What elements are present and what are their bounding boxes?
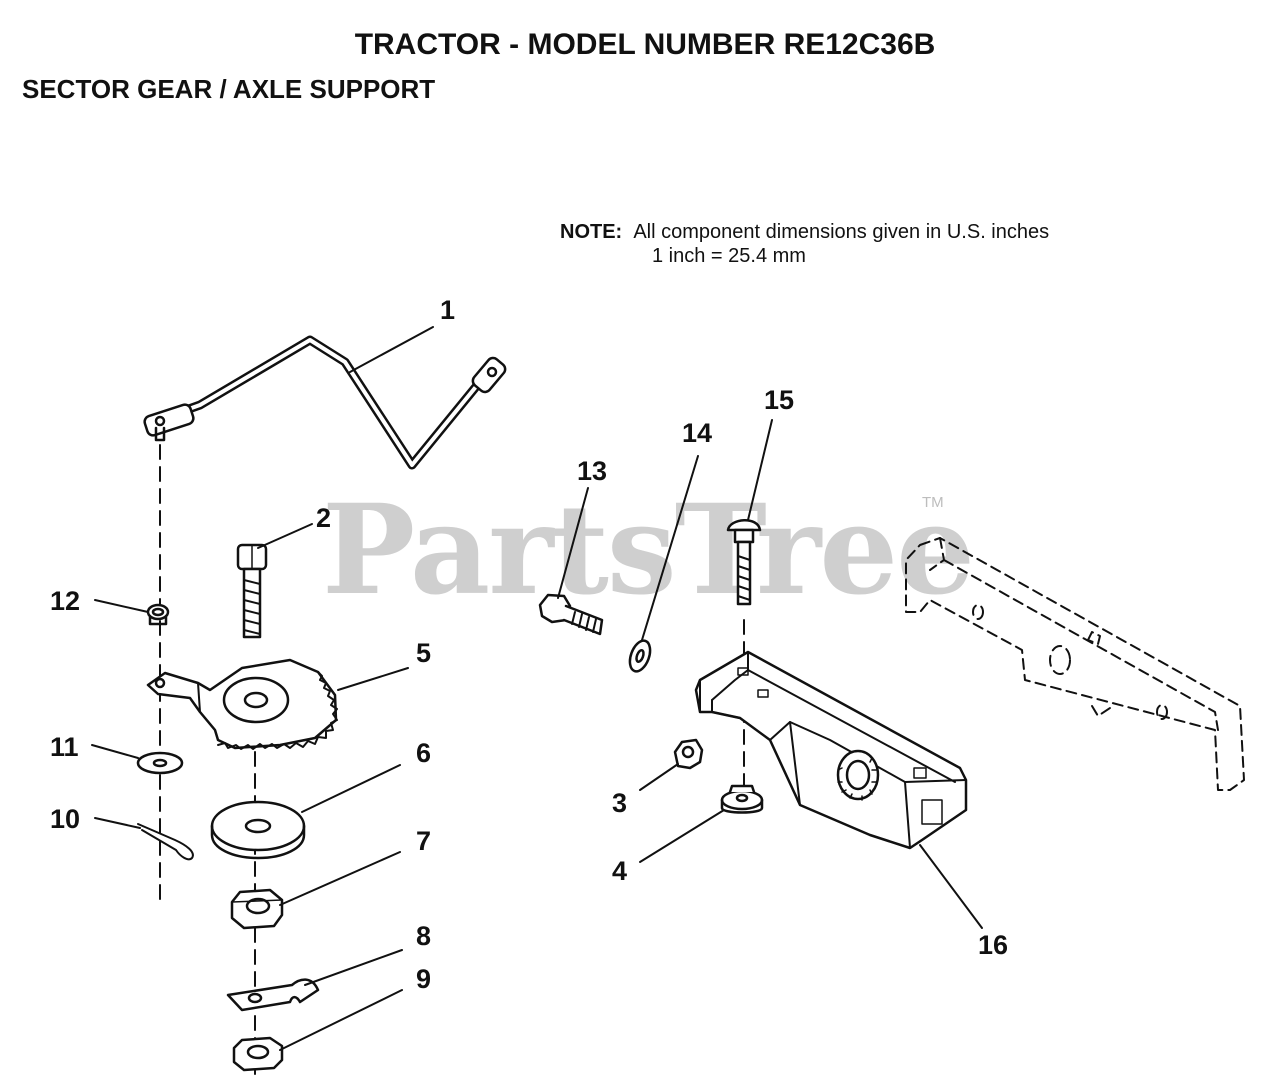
callout-7: 7	[416, 826, 432, 856]
part-nut-7	[230, 851, 401, 930]
callout-6: 6	[416, 738, 432, 768]
callout-3: 3	[612, 788, 628, 818]
part-carriage-bolt-15	[726, 419, 773, 606]
callout-9: 9	[416, 964, 432, 994]
callout-11: 11	[50, 732, 79, 762]
part-nut-9	[232, 989, 403, 1072]
part-nut-3	[639, 738, 704, 791]
part-bushing-12	[94, 599, 170, 626]
part-bolt-2	[236, 523, 313, 639]
callout-10: 10	[50, 804, 81, 834]
callout-1: 1	[440, 295, 456, 325]
part-sector-gear	[146, 658, 409, 750]
callout-5: 5	[416, 638, 432, 668]
part-axle-support	[694, 650, 983, 929]
part-drag-link	[143, 326, 507, 470]
callout-4: 4	[612, 856, 628, 886]
callout-14: 14	[682, 418, 713, 448]
callout-8: 8	[416, 921, 432, 951]
part-bolt-13	[538, 487, 604, 636]
section-title: SECTOR GEAR / AXLE SUPPORT	[22, 74, 436, 104]
part-cotter-pin	[94, 817, 194, 861]
note-line-1: All component dimensions given in U.S. i…	[633, 221, 1050, 243]
part-washer-11	[91, 744, 184, 775]
trademark-mark: TM	[922, 494, 944, 511]
note-label: NOTE:	[560, 221, 623, 243]
callout-16: 16	[978, 930, 1009, 960]
part-nut-4	[639, 784, 764, 863]
watermark: PartsTree	[322, 478, 975, 623]
part-spacer-6	[210, 764, 401, 860]
part-washer-14	[628, 455, 699, 673]
page-title: TRACTOR - MODEL NUMBER RE12C36B	[354, 28, 936, 61]
callout-2: 2	[316, 503, 332, 533]
phantom-front-axle	[905, 537, 1245, 791]
part-clip-8	[226, 949, 403, 1012]
callout-15: 15	[764, 385, 795, 415]
callout-13: 13	[577, 456, 608, 486]
dimension-note: NOTE: All component dimensions given in …	[560, 220, 1049, 268]
note-line-2: 1 inch = 25.4 mm	[652, 245, 806, 267]
callout-12: 12	[50, 586, 81, 616]
